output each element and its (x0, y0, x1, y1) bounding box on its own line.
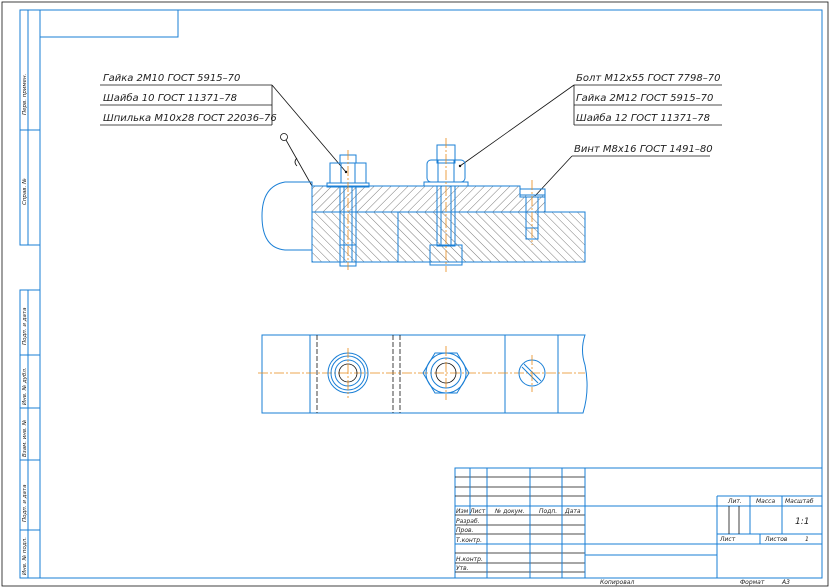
role-checker: Пров. (456, 527, 474, 534)
callout-nut-m10: Гайка 2М10 ГОСТ 5915–70 (103, 73, 240, 84)
section-view (261, 138, 586, 272)
drawing-line (285, 139, 313, 187)
drawing-line (429, 244, 463, 266)
role-approved: Утв. (456, 565, 469, 572)
role-norm-control: Н.контр. (456, 556, 483, 563)
callout-bolt-m12: Болт М12х55 ГОСТ 7798–70 (576, 73, 720, 84)
leader-line (459, 84, 575, 167)
mass-label: Масса (756, 498, 775, 505)
format-value: А3 (781, 579, 790, 586)
callouts-right: Болт М12х55 ГОСТ 7798–70 Гайка 2М12 ГОСТ… (458, 73, 722, 197)
screw-m8 (519, 180, 546, 245)
lit-label: Лит. (727, 498, 742, 505)
strip-label-dup-inv: Инв. № дубл. (22, 367, 28, 405)
header-sheet: Лист (469, 508, 486, 515)
drawing-line (519, 188, 546, 198)
callout-screw-m8: Винт М8х16 ГОСТ 1491–80 (574, 144, 713, 155)
lower-part-left-section (311, 211, 399, 263)
format-label: Формат (740, 579, 765, 586)
callouts-left: Гайка 2М10 ГОСТ 5915–70 Шайба 10 ГОСТ 11… (100, 73, 348, 174)
lower-part-right-section (397, 211, 586, 263)
sheets-label: Листов (764, 536, 788, 543)
sheet-label: Лист (719, 536, 736, 543)
nut-m10-top-view (327, 348, 369, 398)
role-developer: Разраб. (456, 518, 480, 525)
side-strip: Перв. примен. Справ. № Подп. и дата Инв.… (19, 9, 41, 579)
leader-line (534, 155, 573, 197)
drawing-line (521, 366, 539, 384)
header-change: Изм (456, 508, 469, 515)
strip-label-orig-inv: Инв. № подл. (22, 537, 28, 575)
leader-line (271, 84, 347, 173)
callout-washer-10: Шайба 10 ГОСТ 11371–78 (103, 92, 237, 104)
header-date: Дата (564, 508, 581, 515)
sheets-count: 1 (805, 536, 809, 543)
round-part-section (261, 181, 313, 251)
drawing-line (19, 9, 41, 246)
drawing-line (261, 334, 588, 414)
strip-label-sign-date: Подп. и дата (22, 307, 28, 345)
scale-value: 1:1 (795, 517, 809, 527)
callout-stud-m10: Шпилька М10х28 ГОСТ 22036–76 (103, 113, 277, 124)
header-signature: Подп. (539, 508, 557, 515)
top-plate-section (311, 185, 546, 213)
drawing-line (523, 363, 542, 382)
drawing-line (294, 157, 298, 167)
weld-mark-icon (280, 133, 313, 187)
strip-label-sign-date-2: Подп. и дата (22, 484, 28, 522)
drawing-line (422, 352, 470, 394)
copied-label: Копировал (600, 579, 634, 586)
strip-label-first-use: Перв. примен. (22, 73, 28, 115)
screw-slot-top-view (518, 355, 546, 392)
title-block: Изм Лист № докум. Подп. Дата Разраб. Про… (454, 467, 823, 579)
drawing-line (454, 467, 823, 579)
plan-view (258, 334, 588, 414)
callout-washer-12: Шайба 12 ГОСТ 11371–78 (576, 112, 710, 124)
nut-m12-top-view (422, 346, 470, 400)
top-left-box (39, 9, 179, 38)
header-doc-no: № докум. (494, 508, 525, 515)
drawing-line (19, 289, 41, 579)
strip-label-reference-no: Справ. № (22, 178, 28, 205)
strip-label-repl-inv: Взам. инв. № (22, 419, 28, 457)
role-tech-control: Т.контр. (456, 537, 482, 544)
drawing-line (344, 170, 348, 174)
scale-label: Масштаб (785, 498, 814, 505)
drawing-line (458, 164, 462, 168)
bolt-m12-assembly (423, 138, 469, 272)
callout-nut-m12: Гайка 2М12 ГОСТ 5915–70 (576, 93, 713, 104)
stud-m10-assembly (326, 150, 370, 270)
drawing-line (280, 133, 288, 141)
